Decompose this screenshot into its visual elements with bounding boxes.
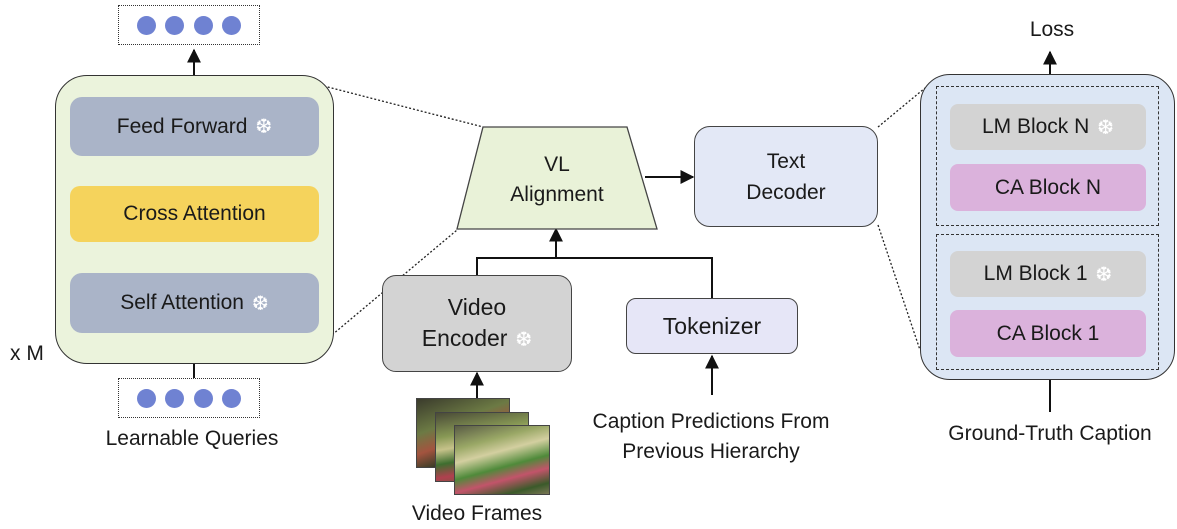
zoom-line-decoder-top <box>877 87 926 128</box>
learnable-queries-box <box>118 378 260 418</box>
snowflake-icon: ❆ <box>1095 263 1113 286</box>
ground-truth-caption-label: Ground-Truth Caption <box>948 422 1152 445</box>
self-attention-block: Self Attention ❆ <box>70 273 319 333</box>
ca-block-n: CA Block N <box>950 164 1146 211</box>
caption-predictions-label: Caption Predictions From Previous Hierar… <box>560 405 862 469</box>
decoder-group-1 <box>936 234 1159 370</box>
output-queries <box>118 5 260 45</box>
cross-attention-block: Cross Attention <box>70 186 319 242</box>
connector-encoder-tokenizer-join <box>476 257 713 298</box>
snowflake-icon: ❆ <box>515 328 533 351</box>
video-encoder-line-2-wrap: Encoder ❆ <box>422 323 532 356</box>
snowflake-icon: ❆ <box>255 116 273 138</box>
vl-line-2: Alignment <box>510 183 604 206</box>
video-frame <box>454 425 550 495</box>
snowflake-icon: ❆ <box>252 292 269 315</box>
video-encoder-line-1: Video <box>447 293 507 320</box>
query-dot <box>136 15 156 35</box>
video-frames-stack <box>416 398 552 496</box>
feed-forward-block: Feed Forward ❆ <box>70 97 319 156</box>
feed-forward-label: Feed Forward <box>116 114 248 138</box>
ca-block-n-label: CA Block N <box>994 175 1102 199</box>
lm-block-1-label: LM Block 1 <box>983 262 1088 285</box>
query-dot <box>222 388 242 408</box>
query-dot <box>165 388 185 408</box>
learnable-queries-label: Learnable Queries <box>105 427 279 450</box>
query-dot <box>136 388 156 408</box>
repeat-label: x M <box>10 342 44 365</box>
ca-block-1: CA Block 1 <box>950 310 1146 357</box>
text-decoder-line-2: Decoder <box>746 180 826 204</box>
ca-block-1-label: CA Block 1 <box>996 321 1100 345</box>
text-decoder-block: Text Decoder <box>694 126 878 227</box>
video-encoder-line-2: Encoder <box>421 324 508 351</box>
query-dot <box>222 15 242 35</box>
self-attention-label: Self Attention <box>120 291 244 314</box>
lm-block-1: LM Block 1 ❆ <box>950 251 1146 297</box>
caption-predictions-line-2: Previous Hierarchy <box>622 440 800 463</box>
zoom-line-decoder-bottom <box>877 224 921 351</box>
lm-block-n: LM Block N ❆ <box>950 104 1146 150</box>
caption-predictions-line-1: Caption Predictions From <box>592 410 830 433</box>
tokenizer-label: Tokenizer <box>662 312 762 339</box>
vl-alignment-label: VL Alignment <box>470 145 644 215</box>
video-frames-label: Video Frames <box>411 502 543 525</box>
lm-block-n-label: LM Block N <box>981 115 1090 138</box>
loss-label: Loss <box>1029 18 1075 41</box>
query-dot <box>193 15 213 35</box>
text-decoder-line-1: Text <box>766 149 806 173</box>
zoom-line-qformer-top <box>319 84 484 128</box>
cross-attention-label: Cross Attention <box>123 202 266 225</box>
snowflake-icon: ❆ <box>1097 116 1115 139</box>
vl-alignment-shape <box>456 126 658 230</box>
query-dot <box>165 15 185 35</box>
video-encoder-block: Video Encoder ❆ <box>382 275 572 372</box>
query-dot <box>193 388 213 408</box>
decoder-group-n <box>936 86 1159 226</box>
vl-line-1: VL <box>544 153 570 176</box>
tokenizer-block: Tokenizer <box>626 298 798 354</box>
